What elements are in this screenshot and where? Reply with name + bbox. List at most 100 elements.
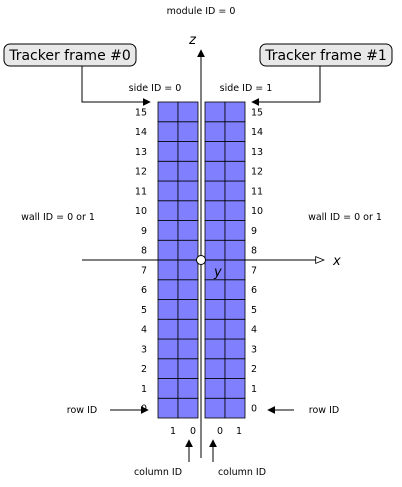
left-tube-cell — [157, 160, 179, 182]
left-tube-cell — [177, 160, 199, 182]
left-tube-cell — [177, 338, 199, 360]
row-id-left-label: row ID — [67, 405, 97, 416]
right-row-number: 12 — [251, 167, 263, 178]
left-row-number: 2 — [141, 364, 147, 375]
left-row-number: 11 — [135, 186, 147, 197]
tracker-frame-0-box: Tracker frame #0 — [3, 43, 137, 67]
left-tube-cell — [157, 121, 179, 142]
right-tube-cell — [224, 141, 246, 162]
left-row-number: 0 — [141, 404, 147, 415]
right-tube-cell — [204, 220, 226, 241]
frame-0-connector — [81, 66, 151, 106]
left-tube-cell — [157, 101, 179, 123]
side-0-label: side ID = 0 — [129, 83, 182, 94]
left-row-number: 5 — [141, 305, 147, 316]
right-tube-cell — [224, 239, 246, 261]
right-tube-cell — [204, 279, 226, 300]
right-tube-cell — [204, 239, 226, 261]
right-tube-cell — [224, 338, 246, 360]
x-axis-label: x — [332, 254, 341, 269]
left-row-number: 7 — [141, 265, 147, 276]
left-tube-grid — [157, 101, 199, 419]
left-row-number: 14 — [135, 127, 147, 138]
left-row-number: 3 — [141, 344, 147, 355]
left-tube-cell — [177, 200, 199, 221]
left-row-number: 9 — [141, 226, 147, 237]
left-tube-cell — [157, 338, 179, 360]
right-tube-cell — [204, 200, 226, 221]
right-row-number: 4 — [251, 325, 257, 336]
left-tube-cell — [157, 141, 179, 162]
left-row-number: 4 — [141, 325, 147, 336]
left-tube-cell — [177, 180, 199, 202]
left-tube-cell — [177, 101, 199, 123]
left-tube-cell — [177, 239, 199, 261]
left-row-number: 1 — [141, 384, 147, 395]
right-tube-cell — [204, 141, 226, 162]
right-tube-cell — [224, 121, 246, 142]
right-tube-cell — [224, 299, 246, 320]
left-tube-cell — [177, 220, 199, 241]
left-tube-cell — [157, 299, 179, 320]
right-row-number: 9 — [251, 226, 257, 237]
right-tube-cell — [204, 338, 226, 360]
y-axis-label: y — [213, 265, 222, 280]
right-tube-cell — [204, 299, 226, 320]
left-tube-cell — [177, 318, 199, 340]
left-tube-cell — [157, 259, 179, 281]
left-tube-cell — [157, 378, 179, 399]
right-tube-cell — [224, 220, 246, 241]
wall-right-label: wall ID = 0 or 1 — [308, 212, 382, 223]
tracker-frame-0-label: Tracker frame #0 — [8, 48, 131, 64]
right-row-number: 13 — [251, 147, 263, 158]
left-tube-cell — [177, 397, 199, 419]
y-axis-origin — [196, 255, 206, 265]
left-row-number: 8 — [141, 246, 147, 257]
left-tube-cell — [157, 220, 179, 241]
left-tube-cell — [177, 259, 199, 281]
right-row-number: 14 — [251, 127, 263, 138]
left-tube-cell — [157, 180, 179, 202]
right-row-number: 10 — [251, 206, 263, 217]
right-tube-cell — [204, 121, 226, 142]
left-row-number: 13 — [135, 147, 147, 158]
module-id-label: module ID = 0 — [167, 6, 236, 17]
frame-1-connector — [251, 66, 321, 106]
side-1-label: side ID = 1 — [220, 83, 273, 94]
left-tube-cell — [177, 279, 199, 300]
right-tube-cell — [204, 358, 226, 379]
left-tube-cell — [177, 299, 199, 320]
right-row-number: 7 — [251, 265, 257, 276]
right-tube-grid — [204, 101, 246, 419]
left-tube-cell — [157, 239, 179, 261]
right-tube-cell — [224, 318, 246, 340]
row-id-right-label: row ID — [309, 405, 339, 416]
right-tube-cell — [204, 397, 226, 419]
left-row-number: 12 — [135, 167, 147, 178]
left-tube-cell — [177, 121, 199, 142]
wall-left-label: wall ID = 0 or 1 — [21, 212, 95, 223]
right-tube-cell — [224, 259, 246, 281]
tracker-frame-1-label: Tracker frame #1 — [264, 48, 387, 64]
left-tube-cell — [177, 358, 199, 379]
left-tube-cell — [157, 200, 179, 221]
right-row-number: 15 — [251, 107, 263, 118]
right-row-number: 0 — [251, 404, 257, 415]
column-id-right-label: column ID — [218, 467, 266, 478]
left-row-number: 15 — [135, 107, 147, 118]
left-tube-cell — [157, 358, 179, 379]
right-tube-cell — [224, 397, 246, 419]
right-column-0: 0 — [217, 426, 223, 437]
left-column-0: 0 — [190, 426, 196, 437]
right-tube-cell — [204, 318, 226, 340]
right-column-1: 1 — [236, 426, 242, 437]
column-id-left-label: column ID — [134, 467, 182, 478]
right-tube-cell — [224, 358, 246, 379]
right-tube-cell — [204, 101, 226, 123]
right-row-number: 3 — [251, 344, 257, 355]
right-tube-cell — [204, 378, 226, 399]
right-row-number: 11 — [251, 186, 263, 197]
